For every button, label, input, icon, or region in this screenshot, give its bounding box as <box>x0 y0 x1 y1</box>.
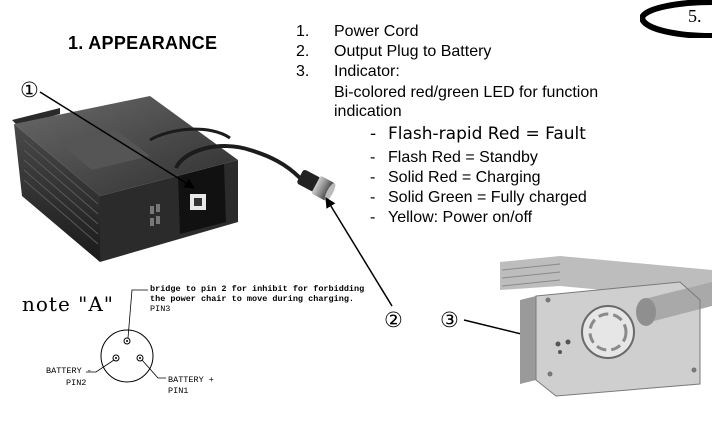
item-number: 3. <box>296 63 310 80</box>
battery-negative-label: BATTERY - <box>46 366 92 376</box>
callout-marker-1: ① <box>20 78 39 102</box>
item-text: Indicator: <box>334 63 400 80</box>
battery-positive-label: BATTERY + <box>168 375 214 385</box>
dash-bullet: - <box>370 149 376 166</box>
dash-bullet: - <box>370 189 376 206</box>
led-state-text: Solid Green = Fully charged <box>388 189 587 206</box>
item-number: 1. <box>296 23 310 40</box>
bridge-note: bridge to pin 2 for inhibit for forbiddi… <box>150 284 365 294</box>
section-title: 1. APPEARANCE <box>68 33 218 53</box>
pin1-label: PIN1 <box>168 386 189 396</box>
item-text: Power Cord <box>334 23 419 40</box>
indicator-closeup-photo <box>500 256 712 397</box>
indicator-description: indication <box>334 103 402 120</box>
bridge-note: the power chair to move during charging. <box>150 294 355 304</box>
led-state-text: Solid Red = Charging <box>388 169 541 186</box>
led-state-text: Flash-rapid Red = Fault <box>388 124 586 144</box>
item-number: 2. <box>296 43 310 60</box>
item-text: Output Plug to Battery <box>334 43 492 60</box>
callout-marker-2: ② <box>384 308 403 332</box>
callout-1-leader <box>39 91 195 189</box>
page-number: 5. <box>688 6 702 26</box>
callout-marker-3: ③ <box>440 308 459 332</box>
pin3-label: PIN3 <box>150 304 171 314</box>
note-a-label: note "A" <box>22 292 114 316</box>
pin2-label: PIN2 <box>66 378 87 388</box>
dash-bullet: - <box>370 169 376 186</box>
indicator-description: Bi-colored red/green LED for function <box>334 84 599 101</box>
charger-photo <box>12 96 336 262</box>
led-state-text: Yellow: Power on/off <box>388 209 533 226</box>
dash-bullet: - <box>370 124 377 144</box>
page-number-tab <box>640 0 712 38</box>
dash-bullet: - <box>370 209 376 226</box>
plug-pin-diagram <box>86 289 166 383</box>
callout-2-leader <box>325 197 393 307</box>
led-state-text: Flash Red = Standby <box>388 149 538 166</box>
